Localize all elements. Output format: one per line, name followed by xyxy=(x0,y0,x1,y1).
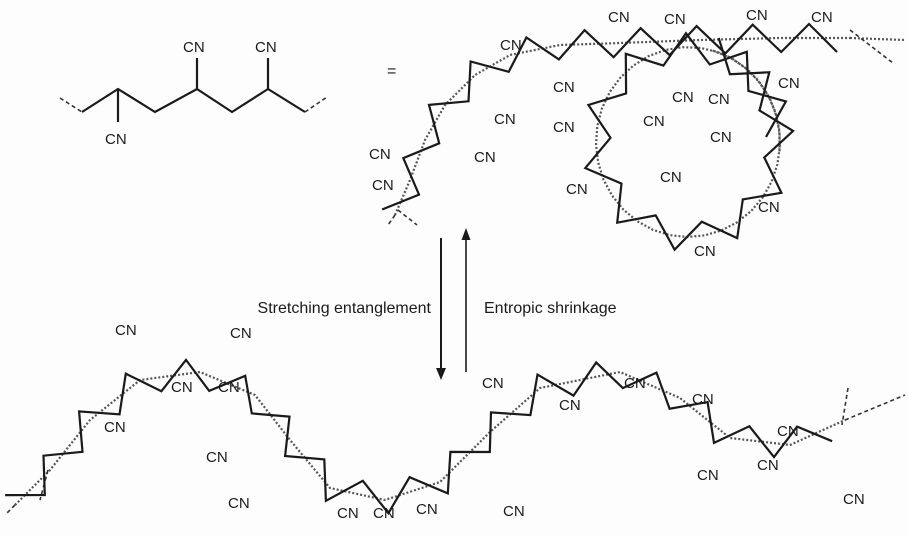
monomer-structure: CN CN CN xyxy=(59,39,328,148)
upper-chain-end-dashed xyxy=(849,29,894,64)
lower-chain-end-dashed xyxy=(841,387,906,426)
cn-label: CN xyxy=(500,37,522,54)
cn-label: CN xyxy=(218,379,240,396)
cn-label: CN xyxy=(337,505,359,522)
equals-sign: = xyxy=(387,63,396,80)
cn-label: CN xyxy=(230,325,252,342)
loop-chain-backbone xyxy=(583,31,795,252)
cn-label: CN xyxy=(373,505,395,522)
monomer-backbone xyxy=(81,87,306,114)
chain-end-dashed-right xyxy=(304,96,328,113)
cn-label: CN xyxy=(778,75,800,92)
chain-end-dashed-left xyxy=(59,97,83,113)
cn-label: CN xyxy=(503,503,525,520)
cn-label: CN xyxy=(372,177,394,194)
reverse-process-label: Entropic shrinkage xyxy=(484,300,617,317)
nitrile-bond xyxy=(116,58,270,122)
forward-process-label: Stretching entanglement xyxy=(258,300,432,317)
upper-chain-guide xyxy=(393,36,850,216)
cn-label: CN xyxy=(206,449,228,466)
cn-label: CN xyxy=(183,39,205,56)
cn-label: CN xyxy=(758,199,780,216)
arrow-head-down-icon xyxy=(436,368,446,380)
cn-label: CN xyxy=(660,169,682,186)
cn-label: CN xyxy=(608,9,630,26)
arrow-head-up-icon xyxy=(461,228,471,240)
cn-label: CN xyxy=(777,423,799,440)
cn-label: CN xyxy=(692,391,714,408)
cn-label: CN xyxy=(115,322,137,339)
cn-label: CN xyxy=(664,11,686,28)
cn-label: CN xyxy=(672,89,694,106)
upper-chain-start-dashed xyxy=(387,209,418,226)
cn-label: CN xyxy=(255,39,277,56)
cn-label: CN xyxy=(697,467,719,484)
upper-chain-backbone xyxy=(381,22,838,211)
cn-label: CN xyxy=(228,495,250,512)
loop-chain-guide xyxy=(594,46,782,239)
zigzag-chains xyxy=(5,22,838,516)
cn-label: CN xyxy=(494,111,516,128)
cn-label: CN xyxy=(171,379,193,396)
cn-label: CN xyxy=(710,129,732,146)
cn-label: CN xyxy=(811,9,833,26)
cn-label: CN xyxy=(757,457,779,474)
cn-label: CN xyxy=(416,501,438,518)
cn-label: CN xyxy=(694,243,716,260)
cn-label: CN xyxy=(482,375,504,392)
cn-label: CN xyxy=(746,7,768,24)
cn-label: CN xyxy=(843,491,865,508)
cn-label: CN xyxy=(566,181,588,198)
upper-chain-end xyxy=(849,36,906,42)
cn-label: CN xyxy=(708,91,730,108)
cn-label: CN xyxy=(624,375,646,392)
cn-label: CN xyxy=(553,79,575,96)
cn-label: CN xyxy=(369,146,391,163)
cn-label: CN xyxy=(104,419,126,436)
cn-labels: CN CN CN CN CN CN CN CN CN CN CN CN CN CN CN CN CN CN CN CN… xyxy=(104,7,865,522)
cn-label: CN xyxy=(643,113,665,130)
equilibrium-arrows xyxy=(436,228,471,380)
cn-label: CN xyxy=(474,149,496,166)
cn-label: CN xyxy=(553,119,575,136)
cn-label: CN xyxy=(105,131,127,148)
cn-label: CN xyxy=(559,397,581,414)
lower-chain-backbone xyxy=(5,358,833,516)
